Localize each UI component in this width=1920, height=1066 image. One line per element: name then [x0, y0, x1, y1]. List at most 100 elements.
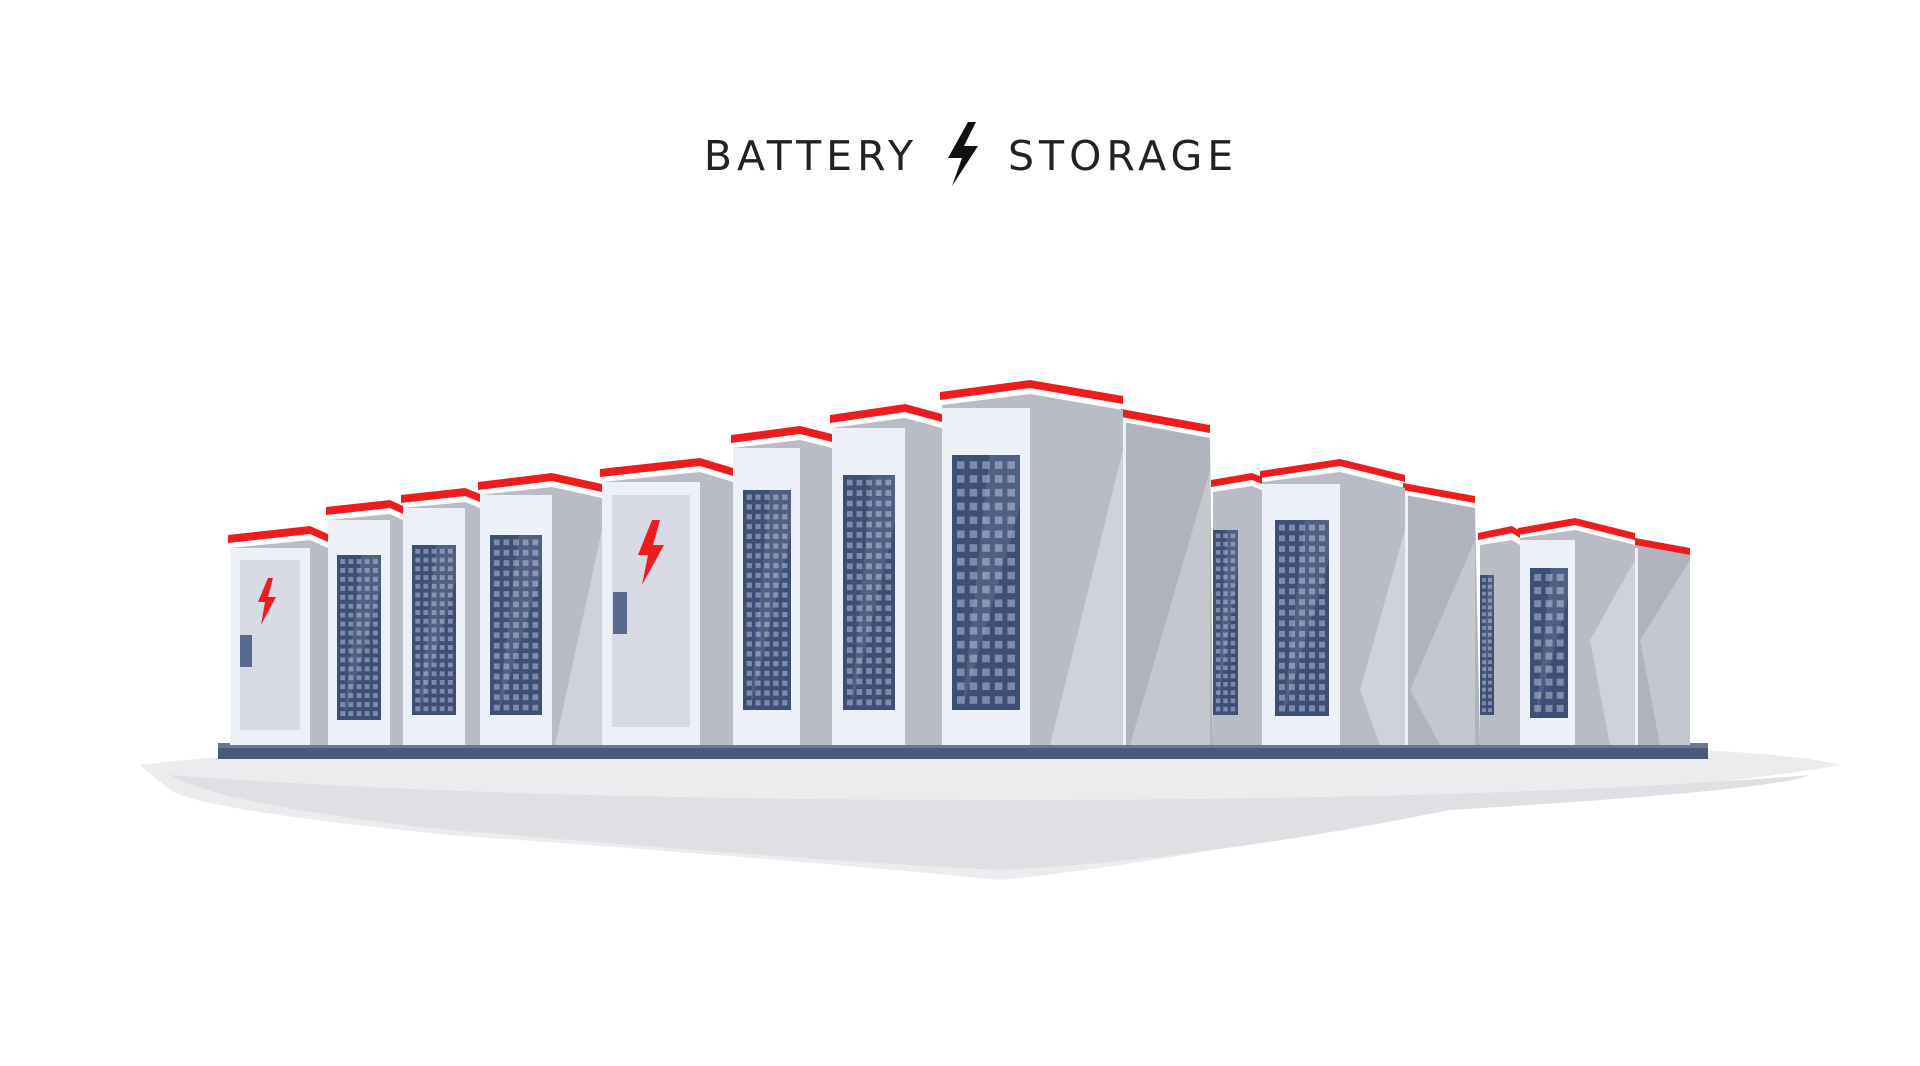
window-cell [1534, 704, 1542, 712]
window-cell [522, 673, 529, 680]
window-cell [348, 559, 354, 564]
window-cell [755, 563, 761, 569]
window-cell [372, 702, 378, 707]
window-cell [356, 657, 362, 663]
window-cell [782, 533, 788, 539]
window-cell [415, 671, 421, 677]
window-cell [856, 647, 863, 653]
window-cell [875, 647, 882, 653]
window-cell [1488, 612, 1492, 617]
window-cell [503, 694, 510, 701]
window-cell [773, 602, 779, 608]
window-cell [1215, 698, 1221, 704]
window-cell [875, 511, 882, 517]
window-cell [340, 657, 346, 663]
window-cell [1289, 652, 1295, 659]
window-cell [1309, 630, 1315, 637]
window-cell [1556, 587, 1564, 595]
window-cell [348, 630, 354, 636]
window-cell [372, 675, 378, 681]
window-cell [372, 576, 378, 582]
window-cell [1319, 662, 1325, 669]
window-cell [1007, 530, 1015, 538]
window-cell [1223, 616, 1228, 621]
window-cell [764, 523, 770, 530]
window-cell [1230, 550, 1236, 555]
window-cell [522, 611, 529, 618]
window-cell [439, 583, 445, 589]
window-cell [773, 514, 779, 520]
window-cell [746, 631, 752, 637]
window-cell [1215, 657, 1221, 662]
window-cell [1319, 630, 1325, 637]
window-cell [493, 642, 500, 649]
window-cell [866, 678, 872, 685]
window-cell [1230, 632, 1236, 638]
window-cell [982, 502, 990, 511]
window-cell [1319, 641, 1325, 648]
window-cell [866, 636, 872, 643]
window-cell [885, 605, 892, 612]
window-cell [755, 582, 761, 588]
window-sheen [962, 455, 1020, 710]
window-cell [994, 571, 1003, 580]
window-cell [1223, 599, 1228, 605]
window-cell [522, 622, 529, 628]
window-cell [957, 516, 965, 525]
window-cell [1309, 609, 1315, 616]
window-cell [1482, 605, 1486, 610]
window-cell [1230, 698, 1236, 704]
window-cell [969, 544, 978, 552]
window-cell [513, 560, 519, 566]
window-cell [1289, 705, 1295, 712]
window-cell [969, 475, 978, 483]
window-cell [431, 636, 437, 642]
window-cell [755, 700, 761, 706]
window-cell [522, 560, 529, 566]
window-cell [746, 572, 752, 579]
window-cell [764, 553, 770, 559]
window-cell [340, 603, 346, 609]
window-cell [532, 570, 539, 577]
window-cell [782, 621, 788, 628]
window-cell [866, 647, 872, 653]
window-cell [866, 668, 872, 674]
window-cell [447, 706, 453, 712]
window-cell [1007, 502, 1015, 511]
window-cell [755, 514, 761, 520]
window-cell [364, 559, 370, 564]
window-cell [348, 568, 354, 573]
window-cell [782, 651, 788, 657]
window-cell [1279, 567, 1285, 574]
window-cell [493, 622, 500, 628]
window-cell [1534, 574, 1542, 581]
window-cell [356, 576, 362, 582]
window-cell [746, 670, 752, 677]
window-cell [846, 615, 853, 622]
window-cell [1215, 558, 1221, 563]
window-cell [982, 627, 990, 635]
window-cell [746, 621, 752, 628]
window-cell [1007, 475, 1015, 483]
window-cell [1289, 545, 1295, 552]
window-cell [447, 671, 453, 677]
window-cell [885, 521, 892, 528]
window-cell [1488, 619, 1492, 623]
window-cell [356, 702, 362, 707]
window-cell [372, 594, 378, 600]
window-cell [340, 612, 346, 618]
window-cell [431, 697, 437, 703]
window-cell [866, 490, 872, 496]
window-cell [503, 611, 510, 618]
window-cell [969, 654, 978, 663]
window-cell [439, 706, 445, 712]
window-cell [746, 602, 752, 608]
window-cell [982, 530, 990, 538]
window-cell [994, 530, 1003, 538]
window-cell [1482, 694, 1486, 699]
window-cell [1482, 632, 1486, 637]
window-cell [1534, 587, 1542, 595]
window-cell [1488, 660, 1492, 665]
window-cell [1534, 691, 1542, 699]
window-cell [532, 632, 539, 639]
